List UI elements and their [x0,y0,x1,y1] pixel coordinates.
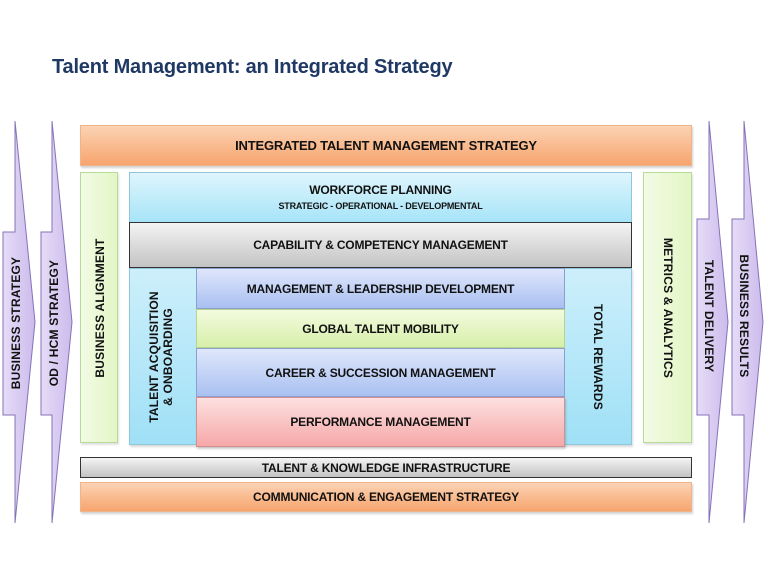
management-leadership-label: MANAGEMENT & LEADERSHIP DEVELOPMENT [246,281,515,296]
od-hcm-strategy-label: OD / HCM STRATEGY [47,259,61,387]
career-succession-box: CAREER & SUCCESSION MANAGEMENT [196,348,565,397]
career-succession-label: CAREER & SUCCESSION MANAGEMENT [265,365,496,380]
workforce-planning-box: WORKFORCE PLANNING STRATEGIC - OPERATION… [129,172,632,223]
business-results-label: BUSINESS RESULTS [737,254,751,378]
talent-acquisition-line1: TALENT ACQUISITION [147,291,162,423]
workforce-planning-label: WORKFORCE PLANNING [309,182,452,197]
infrastructure-bar: TALENT & KNOWLEDGE INFRASTRUCTURE [80,457,692,478]
business-alignment-pillar [80,172,118,443]
metrics-analytics-label: METRICS & ANALYTICS [661,237,675,379]
metrics-analytics-pillar [643,172,692,443]
business-results-arrow-icon [731,120,764,524]
business-strategy-label: BUSINESS STRATEGY [9,256,23,390]
communication-engagement-bar: COMMUNICATION & ENGAGEMENT STRATEGY [80,482,692,512]
capability-competency-label: CAPABILITY & COMPETENCY MANAGEMENT [253,238,508,252]
talent-acquisition-line2: & ONBOARDING [161,308,175,406]
workforce-planning-sublabel: STRATEGIC - OPERATIONAL - DEVELOPMENTAL [278,200,483,211]
talent-delivery-label: TALENT DELIVERY [702,259,716,373]
integrated-strategy-bar: INTEGRATED TALENT MANAGEMENT STRATEGY [80,125,692,166]
diagram-title: Talent Management: an Integrated Strateg… [52,56,453,78]
global-talent-mobility-label: GLOBAL TALENT MOBILITY [302,321,459,336]
management-leadership-box: MANAGEMENT & LEADERSHIP DEVELOPMENT [196,268,565,309]
total-rewards-label: TOTAL REWARDS [591,304,605,410]
global-talent-mobility-box: GLOBAL TALENT MOBILITY [196,309,565,348]
performance-management-label: PERFORMANCE MANAGEMENT [290,415,471,429]
performance-management-box: PERFORMANCE MANAGEMENT [196,397,565,447]
communication-engagement-label: COMMUNICATION & ENGAGEMENT STRATEGY [253,490,519,504]
business-alignment-label: BUSINESS ALIGNMENT [93,238,107,378]
business-strategy-arrow-icon [2,120,36,524]
capability-competency-box: CAPABILITY & COMPETENCY MANAGEMENT [129,222,632,268]
od-hcm-strategy-arrow-icon [40,120,73,524]
talent-delivery-arrow-icon [696,120,729,524]
infrastructure-label: TALENT & KNOWLEDGE INFRASTRUCTURE [261,460,511,475]
integrated-strategy-label: INTEGRATED TALENT MANAGEMENT STRATEGY [235,138,537,153]
talent-acquisition-label: TALENT ACQUISITION & ONBOARDING [147,291,176,423]
